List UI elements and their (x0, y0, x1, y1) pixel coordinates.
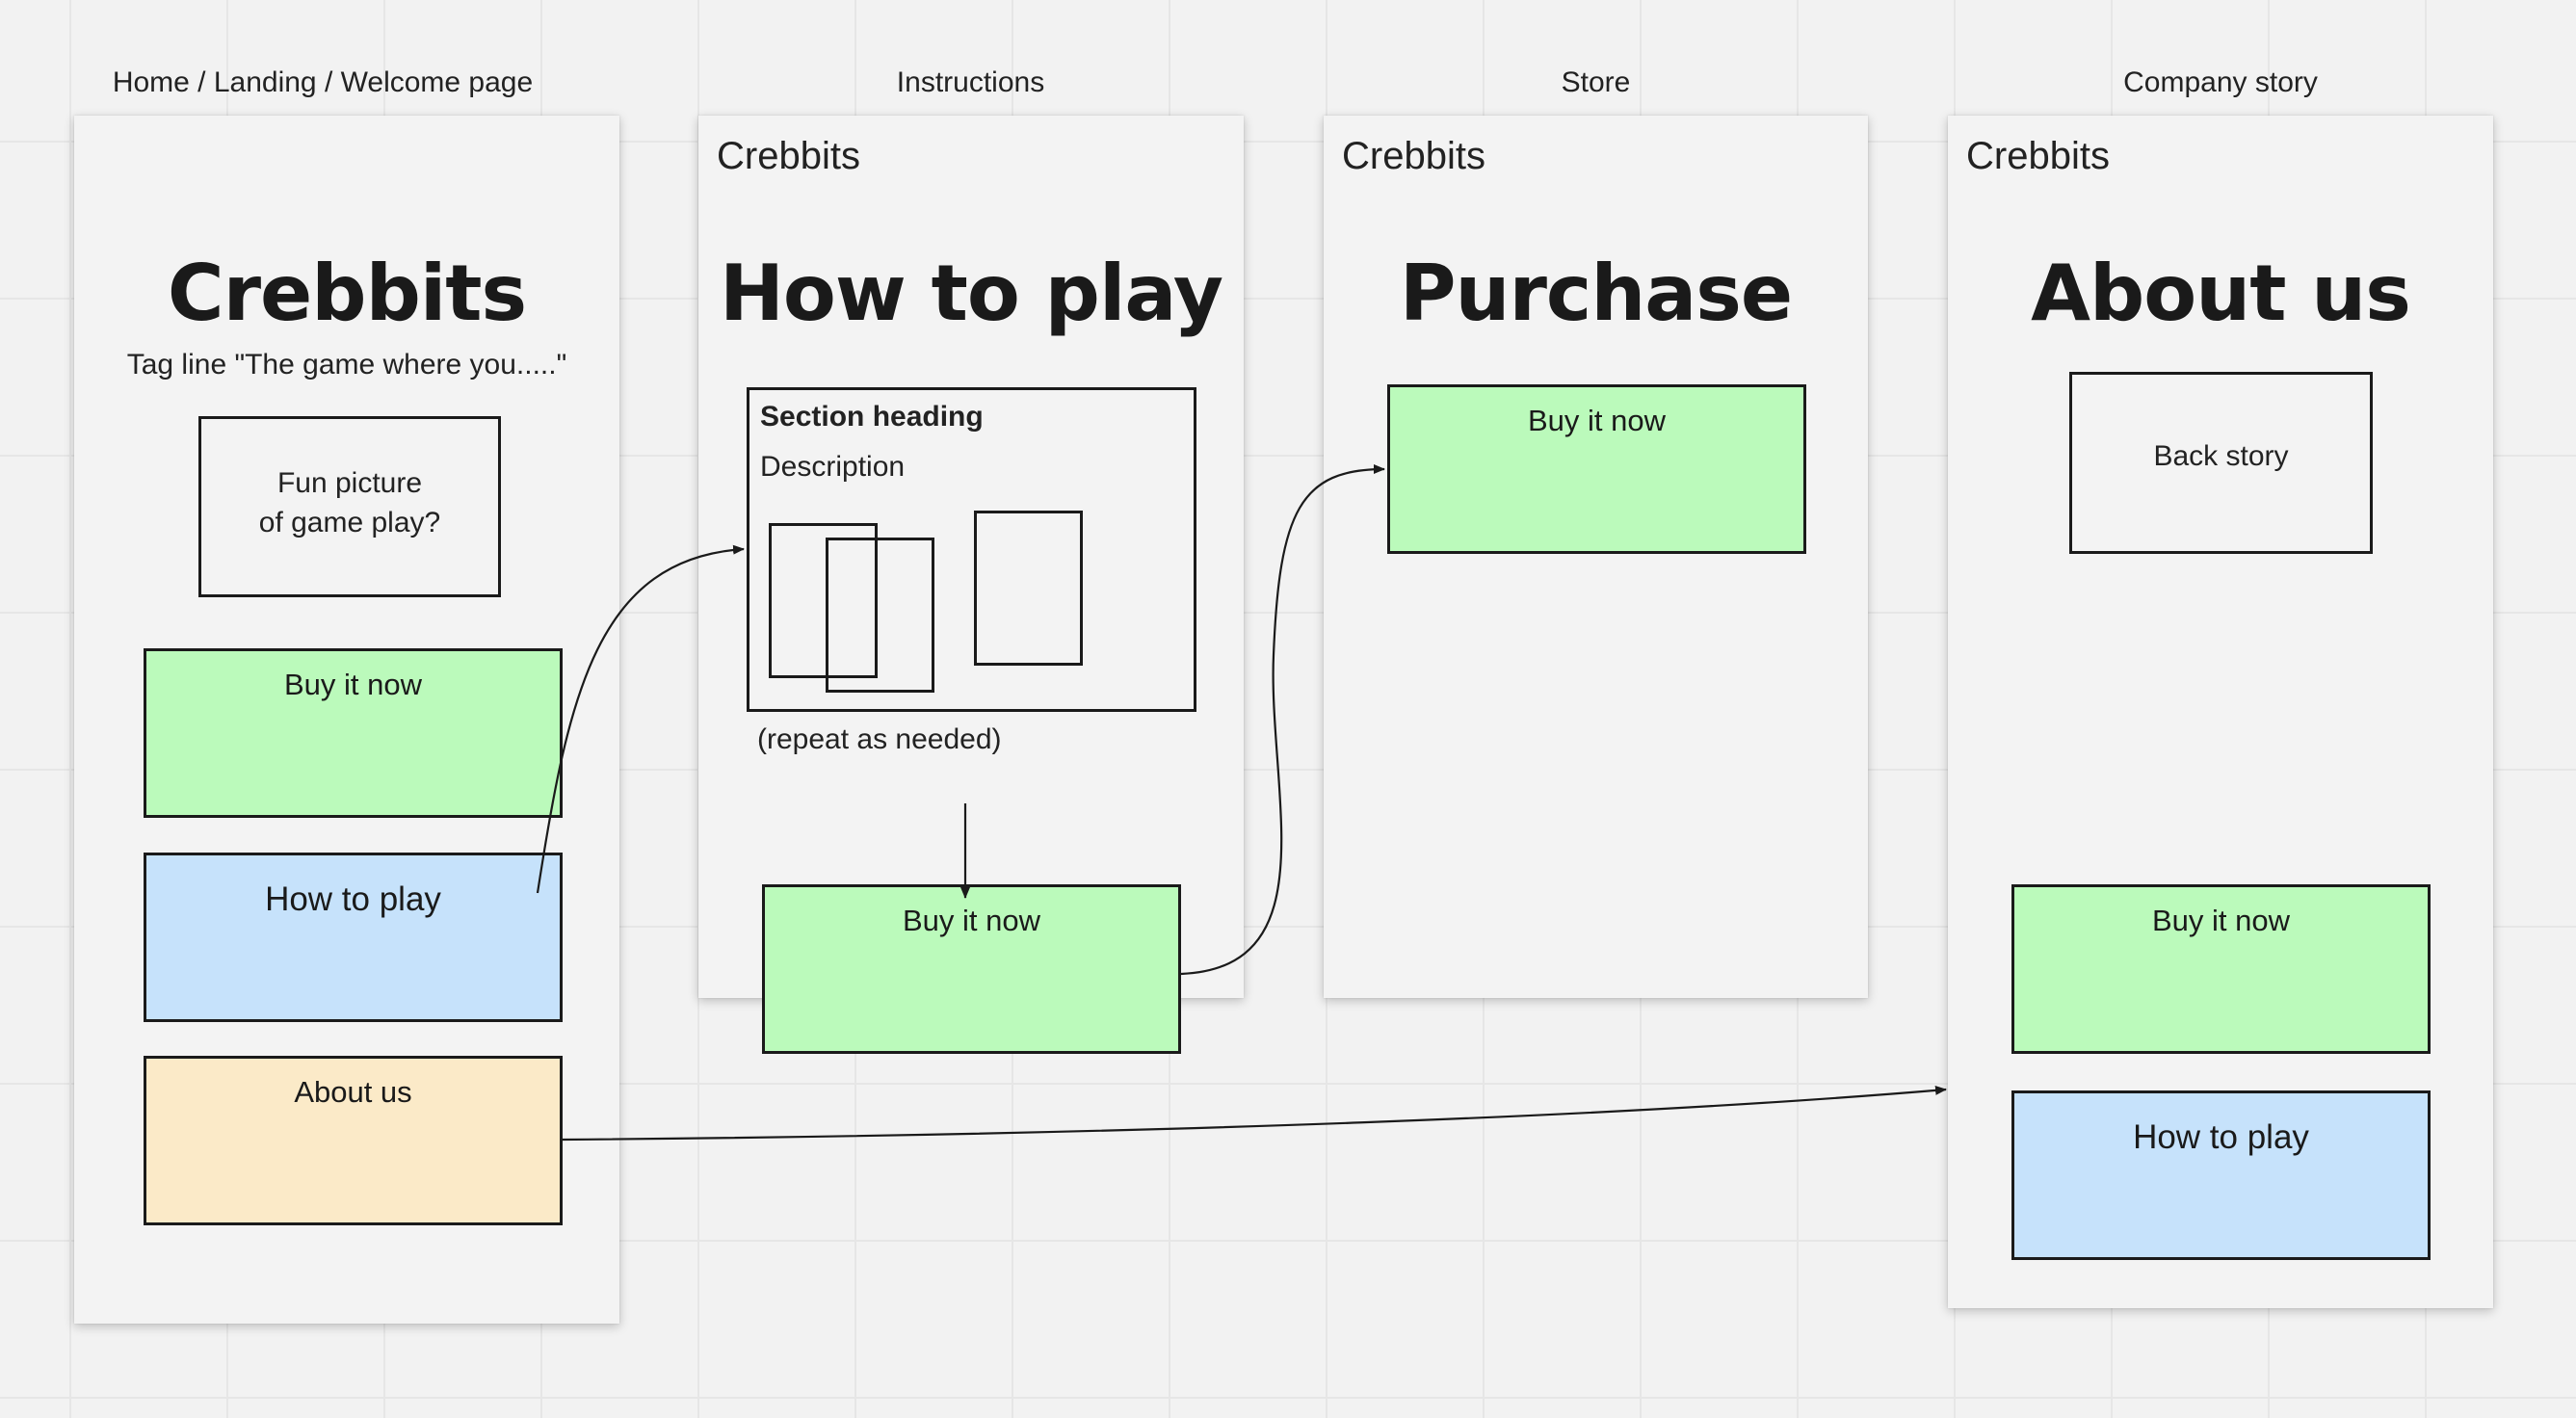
column-label-store: Store (1561, 66, 1631, 98)
home-how-to-play-button[interactable]: How to play (144, 853, 563, 1022)
about-us-label: About us (294, 1075, 412, 1109)
connector-about-to-company (562, 1085, 1947, 1142)
column-label-home: Home / Landing / Welcome page (112, 66, 534, 98)
section-image-placeholder-2 (826, 538, 934, 693)
home-about-us-button[interactable]: About us (144, 1056, 563, 1225)
home-tagline: Tag line "The game where you....." (126, 349, 567, 381)
company-buy-now-button[interactable]: Buy it now (2011, 884, 2431, 1054)
buy-now-label: Buy it now (2151, 904, 2290, 937)
back-story-placeholder: Back story (2069, 372, 2373, 554)
instructions-title: How to play (719, 249, 1223, 338)
column-label-instructions: Instructions (896, 66, 1045, 98)
column-label-company-story: Company story (2123, 66, 2318, 98)
store-brand: Crebbits (1342, 135, 1485, 177)
section-description: Description (760, 451, 906, 483)
back-story-label: Back story (2153, 440, 2289, 472)
picture-caption-line2: of game play? (258, 507, 441, 538)
buy-now-label: Buy it now (902, 904, 1040, 937)
company-title: About us (2031, 249, 2411, 338)
instructions-buy-now-button[interactable]: Buy it now (762, 884, 1181, 1054)
frame-company-story[interactable]: Crebbits About us Back story Buy it now … (1948, 116, 2493, 1308)
repeat-note: (repeat as needed) (757, 723, 1002, 755)
store-title: Purchase (1399, 249, 1793, 338)
company-brand: Crebbits (1966, 135, 2110, 177)
home-title: Crebbits (167, 249, 527, 338)
section-image-placeholder-1 (769, 523, 878, 678)
frame-store[interactable]: Crebbits Purchase Buy it now (1324, 116, 1868, 998)
company-how-to-play-button[interactable]: How to play (2011, 1090, 2431, 1260)
how-to-play-label: How to play (265, 880, 441, 918)
frame-instructions[interactable]: Crebbits How to play Section heading Des… (698, 116, 1244, 998)
store-buy-now-button[interactable]: Buy it now (1387, 384, 1806, 554)
instructions-brand: Crebbits (717, 135, 860, 177)
home-buy-now-button[interactable]: Buy it now (144, 648, 563, 818)
section-block: Section heading Description (747, 387, 1196, 712)
game-picture-placeholder: Fun picture of game play? (198, 416, 501, 597)
how-to-play-label: How to play (2133, 1118, 2309, 1156)
buy-now-label: Buy it now (283, 668, 422, 701)
buy-now-label: Buy it now (1527, 404, 1666, 437)
picture-caption-line1: Fun picture (276, 467, 423, 499)
section-heading: Section heading (760, 401, 984, 433)
frame-home[interactable]: Crebbits Tag line "The game where you...… (74, 116, 619, 1324)
section-image-placeholder-3 (974, 511, 1083, 666)
